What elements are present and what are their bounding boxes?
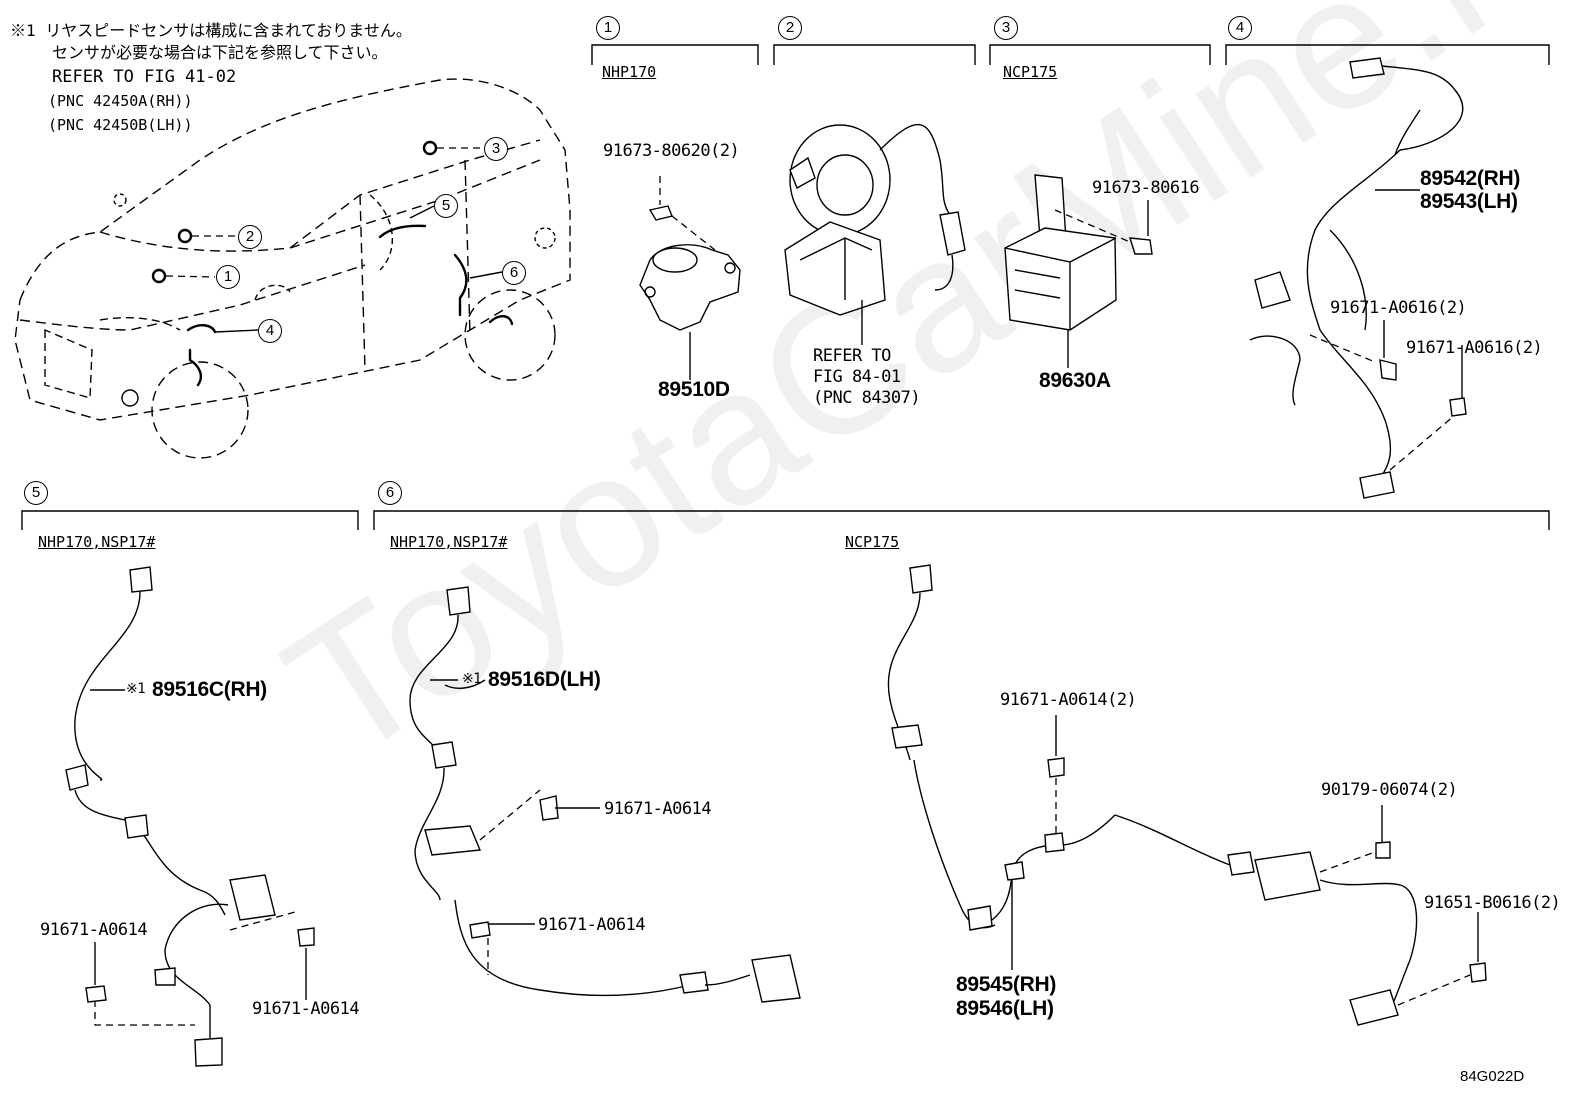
part-91651-b0616[interactable]: 91651-B0616(2) bbox=[1424, 893, 1561, 913]
part-90179-06074[interactable]: 90179-06074(2) bbox=[1321, 780, 1458, 800]
ref-line-2[interactable]: FIG 84-01 bbox=[813, 367, 901, 387]
note-line-3: REFER TO FIG 41-02 bbox=[52, 67, 237, 87]
part-91671-a0614-b[interactable]: 91671-A0614 bbox=[252, 999, 360, 1019]
ref-line-3: (PNC 84307) bbox=[813, 388, 921, 408]
note-mark-89516d: ※1 bbox=[462, 671, 482, 687]
note-line-4: (PNC 42450A(RH)) bbox=[48, 92, 193, 110]
note-line-1: ※1 リヤスピードセンサは構成に含まれておりません。 bbox=[10, 21, 412, 40]
car-marker-4[interactable]: 4 bbox=[258, 319, 282, 343]
section-3-model: NCP175 bbox=[1003, 63, 1058, 81]
car-illustration bbox=[14, 78, 571, 459]
ecu-89630a-drawing bbox=[1004, 174, 1153, 368]
rear-sensor-89516d-drawing bbox=[409, 586, 801, 1003]
part-89545-rh[interactable]: 89545(RH) bbox=[956, 973, 1057, 996]
car-marker-6[interactable]: 6 bbox=[502, 261, 526, 285]
part-91671-a0614-a[interactable]: 91671-A0614 bbox=[40, 920, 148, 940]
car-marker-5[interactable]: 5 bbox=[434, 194, 458, 218]
section-1-model: NHP170 bbox=[602, 63, 657, 81]
car-marker-2[interactable]: 2 bbox=[238, 225, 262, 249]
section-marker-5: 5 bbox=[24, 481, 48, 505]
sensor-89545-drawing bbox=[887, 564, 1487, 1026]
section-6-model-2: NCP175 bbox=[845, 533, 900, 551]
diagram-id: 84G022D bbox=[1460, 1068, 1525, 1085]
part-89510d-drawing bbox=[639, 176, 741, 380]
note-mark-89516c: ※1 bbox=[126, 681, 146, 697]
part-89542-rh[interactable]: 89542(RH) bbox=[1420, 167, 1521, 190]
part-89546-lh[interactable]: 89546(LH) bbox=[956, 997, 1054, 1020]
front-sensor-89542-drawing bbox=[1249, 57, 1467, 499]
note-line-5: (PNC 42450B(LH)) bbox=[48, 116, 193, 134]
part-89516c-rh[interactable]: 89516C(RH) bbox=[152, 678, 267, 701]
car-marker-3[interactable]: 3 bbox=[484, 137, 508, 161]
section-5-model: NHP170,NSP17# bbox=[38, 533, 156, 551]
spiral-cable-drawing bbox=[784, 123, 966, 345]
part-91671-a0614-c[interactable]: 91671-A0614 bbox=[604, 799, 712, 819]
part-89510d[interactable]: 89510D bbox=[658, 378, 730, 401]
car-marker-1[interactable]: 1 bbox=[216, 265, 240, 289]
section-marker-2: 2 bbox=[778, 16, 802, 40]
section-6-model: NHP170,NSP17# bbox=[390, 533, 508, 551]
part-91673-80620[interactable]: 91673-80620(2) bbox=[603, 141, 740, 161]
rear-sensor-89516c-drawing bbox=[65, 566, 315, 1067]
part-91671-a0614-2x[interactable]: 91671-A0614(2) bbox=[1000, 690, 1137, 710]
section-marker-3: 3 bbox=[994, 16, 1018, 40]
part-91671-a0616-a[interactable]: 91671-A0616(2) bbox=[1330, 298, 1467, 318]
section-marker-4: 4 bbox=[1228, 16, 1252, 40]
section-brackets bbox=[21, 44, 1550, 530]
part-91673-80616[interactable]: 91673-80616 bbox=[1092, 178, 1200, 198]
ref-line-1: REFER TO bbox=[813, 346, 891, 366]
note-line-2: センサが必要な場合は下記を参照して下さい。 bbox=[52, 43, 388, 62]
part-91671-a0614-d[interactable]: 91671-A0614 bbox=[538, 915, 646, 935]
part-89516d-lh[interactable]: 89516D(LH) bbox=[488, 668, 601, 691]
section-marker-6: 6 bbox=[378, 481, 402, 505]
part-89630a[interactable]: 89630A bbox=[1039, 369, 1111, 392]
part-91671-a0616-b[interactable]: 91671-A0616(2) bbox=[1406, 338, 1543, 358]
section-marker-1: 1 bbox=[596, 16, 620, 40]
part-89543-lh[interactable]: 89543(LH) bbox=[1420, 190, 1518, 213]
